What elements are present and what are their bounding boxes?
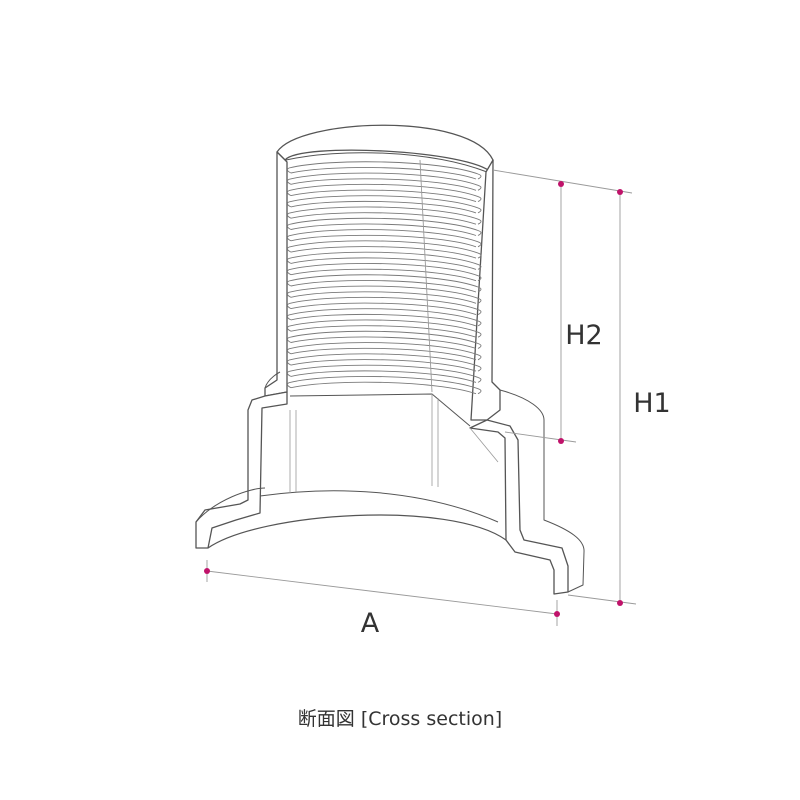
thread-crest-left: [286, 303, 292, 310]
thread-ridge: [288, 240, 479, 259]
h1-marker-bottom: [617, 600, 623, 606]
thread-crest-left: [286, 190, 292, 197]
a-label: A: [361, 608, 380, 639]
h2-marker-bottom: [558, 438, 564, 444]
thread-crest-left: [286, 382, 292, 389]
thread-ridge: [288, 195, 479, 214]
thread-ridge: [288, 308, 479, 327]
thread-ridge: [288, 263, 479, 282]
thread-ridge: [288, 364, 479, 383]
thread-crest-right: [477, 388, 482, 395]
thread-crest-right: [477, 241, 482, 248]
thread-crest-right: [477, 343, 482, 349]
thread-crest-left: [286, 269, 292, 276]
thread-ridge: [288, 229, 479, 248]
thread-crest-right: [477, 365, 482, 372]
thread-crest-left: [286, 359, 292, 366]
thread-ridge: [288, 183, 479, 203]
h1-label: H1: [633, 388, 670, 419]
thread-crest-right: [477, 263, 482, 270]
thread-crest-left: [286, 280, 292, 287]
thread-crest-left: [286, 246, 292, 253]
h2-label: H2: [565, 320, 602, 351]
thread-crest-right: [477, 331, 482, 338]
thread-ridge: [288, 376, 479, 395]
thread-crest-left: [286, 370, 292, 377]
h1-marker-top: [617, 189, 623, 195]
thread-ridge: [288, 319, 479, 338]
caption: 断面図 [Cross section]: [297, 708, 503, 730]
thread-crest-right: [477, 354, 482, 361]
thread-crest-right: [477, 184, 482, 191]
thread-crest-right: [477, 218, 482, 225]
thread-ridge: [288, 217, 479, 236]
bore-bottom-edge: [259, 490, 499, 523]
thread-crest-left: [286, 178, 292, 185]
thread-ridge: [288, 251, 479, 270]
top-cut-face: [285, 152, 488, 173]
bottom-arc: [207, 514, 507, 549]
bore-top-edge: [289, 393, 471, 427]
thread-crest-right: [477, 173, 482, 180]
right-tube-wall: [470, 159, 501, 421]
thread-crest-right: [477, 309, 482, 316]
a-dimension-line: [206, 570, 558, 615]
thread-crest-right: [477, 286, 482, 293]
thread-ridge: [288, 296, 479, 316]
thread-crest-right: [477, 196, 482, 203]
thread-crest-right: [477, 230, 482, 236]
thread-crest-left: [286, 257, 292, 264]
dimension-markers: [204, 181, 623, 617]
left-flange: [195, 391, 288, 549]
thread-ridge: [288, 274, 479, 293]
thread-crest-left: [286, 325, 292, 332]
internal-threads: [286, 159, 482, 395]
thread-ridge: [288, 172, 479, 191]
thread-seam: [419, 159, 433, 393]
thread-ridge: [288, 353, 479, 372]
right-outer-rim: [499, 389, 585, 593]
left-outer-rim: [195, 487, 266, 523]
h2-ext-bottom: [504, 431, 577, 443]
a-marker-left: [204, 568, 210, 574]
thread-crest-right: [477, 207, 482, 214]
thread-crest-right: [477, 320, 482, 327]
thread-ridge: [288, 330, 479, 349]
bore-right-line: [469, 427, 499, 463]
left-tube-wall: [264, 151, 288, 397]
right-flange: [469, 419, 569, 595]
thread-crest-right: [477, 297, 482, 304]
thread-crest-left: [286, 348, 292, 355]
thread-crest-right: [477, 376, 482, 383]
thread-crest-left: [286, 224, 292, 230]
thread-crest-left: [286, 291, 292, 298]
top-cap: [276, 124, 494, 174]
dimension-labels: A H1 H2: [361, 320, 671, 639]
thread-crest-left: [286, 212, 292, 219]
thread-crest-left: [286, 167, 292, 174]
h1-ext-bottom: [567, 594, 637, 605]
h2-marker-top: [558, 181, 564, 187]
thread-ridge: [288, 342, 479, 361]
thread-ridge: [288, 206, 479, 225]
thread-crest-left: [286, 235, 292, 242]
shoulder-left: [264, 371, 281, 389]
thread-crest-left: [286, 201, 292, 208]
thread-crest-right: [477, 252, 482, 259]
a-marker-right: [554, 611, 560, 617]
thread-ridge: [288, 161, 479, 180]
thread-crest-left: [286, 337, 292, 343]
thread-crest-left: [286, 314, 292, 321]
thread-ridge: [288, 285, 479, 304]
thread-crest-right: [477, 275, 482, 282]
